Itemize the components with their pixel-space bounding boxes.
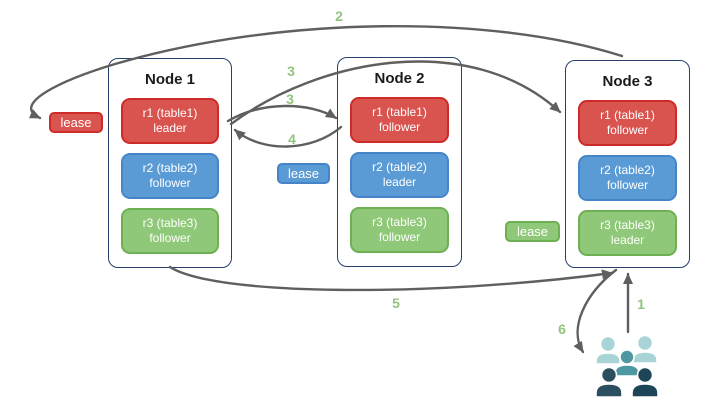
replica-name: r1 (table1) [600, 108, 655, 122]
replica-role: follower [378, 120, 421, 134]
replica-name: r3 (table3) [600, 218, 655, 232]
node-2-title: Node 2 [374, 70, 425, 87]
users-group-icon [595, 334, 659, 398]
replica-role: follower [606, 123, 649, 137]
node-2-replica-r3: r3 (table3) follower [350, 207, 449, 253]
replica-name: r1 (table1) [372, 105, 427, 119]
person-icon [631, 366, 659, 398]
replica-role: follower [606, 178, 649, 192]
arrow-step-6 [573, 268, 618, 354]
step-label-3b: 3 [286, 91, 294, 107]
replica-role: leader [153, 121, 187, 135]
replica-name: r3 (table3) [142, 216, 198, 230]
person-icon [595, 335, 621, 365]
replica-name: r2 (table2) [372, 160, 427, 174]
node-1-replica-r1: r1 (table1) leader [121, 98, 219, 144]
step-label-1: 1 [637, 296, 645, 312]
replica-role: leader [382, 175, 417, 189]
replica-role: follower [378, 230, 421, 244]
step-label-4: 4 [288, 131, 296, 147]
arrow-step-5 [168, 265, 614, 292]
node-2-replica-r2: r2 (table2) leader [350, 152, 449, 198]
replica-name: r1 (table1) [142, 106, 198, 120]
step-label-6: 6 [558, 321, 566, 337]
replica-role: follower [149, 176, 191, 190]
arrow-step-3-to-node2 [226, 104, 338, 123]
person-icon [632, 334, 658, 364]
replica-name: r3 (table3) [372, 215, 427, 229]
node-3-card: Node 3 r1 (table1) follower r2 (table2) … [565, 60, 690, 268]
node-1-replica-r2: r2 (table2) follower [121, 153, 219, 199]
node-3-replica-r1: r1 (table1) follower [578, 100, 677, 146]
lease-badge-green: lease [505, 221, 560, 242]
person-icon [614, 349, 640, 377]
node-1-replica-r3: r3 (table3) follower [121, 208, 219, 254]
replica-role: follower [149, 231, 191, 245]
node-1-card: Node 1 r1 (table1) leader r2 (table2) fo… [108, 58, 232, 268]
replica-role: leader [610, 233, 645, 247]
node-1-title: Node 1 [144, 71, 195, 88]
replica-name: r2 (table2) [600, 163, 655, 177]
lease-badge-blue: lease [277, 163, 330, 184]
node-3-replica-r3: r3 (table3) leader [578, 210, 677, 256]
lease-badge-red: lease [49, 112, 103, 133]
step-label-5: 5 [392, 295, 400, 311]
person-icon [595, 366, 623, 398]
node-2-card: Node 2 r1 (table1) follower r2 (table2) … [337, 57, 462, 267]
step-label-2: 2 [335, 8, 343, 24]
node-2-replica-r1: r1 (table1) follower [350, 97, 449, 143]
node-3-title: Node 3 [602, 73, 653, 90]
node-3-replica-r2: r2 (table2) follower [578, 155, 677, 201]
replica-name: r2 (table2) [142, 161, 198, 175]
step-label-3a: 3 [287, 63, 295, 79]
